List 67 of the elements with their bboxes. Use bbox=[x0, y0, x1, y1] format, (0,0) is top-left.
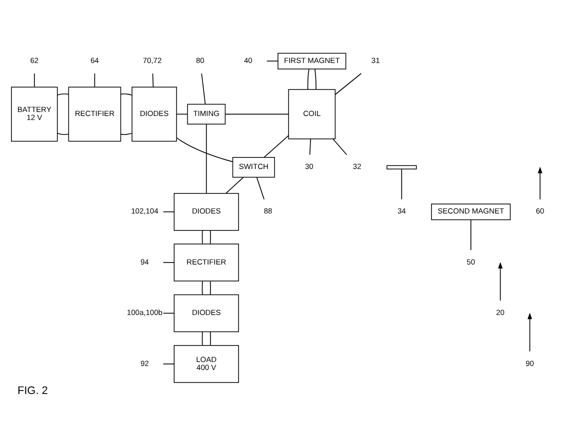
node-text: 80 bbox=[196, 55, 204, 64]
connector bbox=[210, 280, 211, 294]
connector bbox=[152, 72, 154, 87]
arrow bbox=[538, 166, 542, 200]
node-text: 70,72 bbox=[142, 55, 162, 64]
connector bbox=[210, 331, 211, 346]
node-box: TIMING bbox=[187, 103, 226, 124]
connector bbox=[307, 68, 310, 90]
node-text: 31 bbox=[371, 55, 380, 64]
connector bbox=[314, 68, 316, 90]
node-text: 30 bbox=[304, 162, 314, 171]
connector bbox=[202, 230, 203, 244]
node-box: RECTIFIER bbox=[174, 243, 239, 281]
connector bbox=[201, 72, 206, 104]
node-text: 102,104 bbox=[131, 206, 158, 216]
node-box: DIODES bbox=[132, 86, 177, 142]
node-text: 92 bbox=[140, 358, 149, 368]
connector bbox=[176, 113, 188, 114]
node-box: SECOND MAGNET bbox=[431, 203, 511, 220]
connector bbox=[266, 60, 278, 61]
connector bbox=[309, 138, 312, 155]
connector bbox=[202, 280, 203, 294]
connector bbox=[332, 138, 348, 155]
connector bbox=[57, 132, 69, 134]
connector bbox=[120, 132, 132, 134]
node-text: 32 bbox=[352, 162, 362, 171]
connector bbox=[224, 113, 289, 114]
arrow bbox=[498, 262, 503, 301]
connector bbox=[94, 72, 96, 87]
node-text: 94 bbox=[140, 256, 149, 266]
node-text: 60 bbox=[536, 206, 544, 216]
node-box: RECTIFIER bbox=[68, 86, 122, 142]
node-box: DIODES bbox=[174, 294, 239, 332]
connector bbox=[256, 176, 265, 200]
node-box: DIODES bbox=[174, 192, 239, 230]
caption: FIG. 2 bbox=[17, 384, 48, 396]
connector bbox=[470, 218, 472, 250]
connector bbox=[334, 72, 362, 94]
node-box: FIRST MAGNET bbox=[278, 52, 346, 69]
node-bar bbox=[386, 164, 417, 169]
node-text: 100a,100b bbox=[126, 308, 162, 317]
node-text: 20 bbox=[496, 308, 505, 317]
connector bbox=[162, 210, 174, 212]
node-text: 64 bbox=[90, 55, 99, 64]
node-text: 34 bbox=[397, 206, 406, 216]
node-text: 90 bbox=[526, 358, 534, 368]
connector bbox=[162, 312, 174, 314]
node-text: 40 bbox=[244, 55, 252, 64]
connector bbox=[176, 136, 233, 162]
arrow bbox=[528, 312, 532, 352]
node-box: LOAD 400 V bbox=[174, 344, 239, 382]
node-box: SWITCH bbox=[232, 156, 275, 178]
node-text: 88 bbox=[264, 206, 272, 216]
connector bbox=[57, 92, 69, 95]
connector bbox=[401, 168, 402, 200]
connector bbox=[162, 363, 174, 364]
node-text: 50 bbox=[466, 256, 476, 266]
connector bbox=[206, 123, 207, 194]
node-box: BATTERY 12 V bbox=[11, 86, 58, 142]
node-box: COIL bbox=[288, 88, 336, 139]
connector bbox=[226, 176, 244, 194]
connector bbox=[120, 92, 132, 95]
connector bbox=[210, 230, 211, 244]
connector bbox=[264, 134, 289, 158]
connector bbox=[34, 72, 35, 87]
connector bbox=[202, 331, 203, 346]
node-text: 62 bbox=[30, 55, 39, 64]
